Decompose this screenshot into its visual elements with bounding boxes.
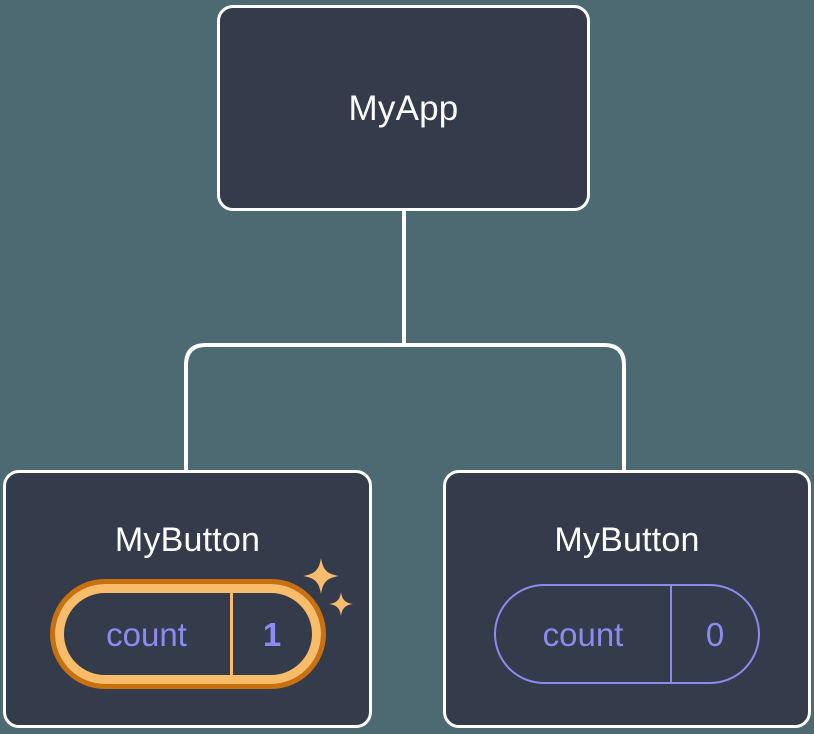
state-pill-wrapper-left: count 1 — [54, 558, 353, 684]
state-pill-highlighted[interactable]: count 1 — [54, 584, 321, 684]
state-value-label: 0 — [670, 586, 758, 682]
sparkle-small-icon — [328, 592, 353, 616]
node-myapp[interactable]: MyApp — [217, 5, 590, 211]
node-mybutton-left[interactable]: MyButton count 1 — [3, 470, 372, 728]
state-pill-plain[interactable]: count 0 — [494, 584, 760, 684]
node-mybutton-left-title: MyButton — [114, 521, 261, 559]
connector-branch-bar — [184, 343, 626, 470]
sparkle-large-icon — [302, 558, 339, 594]
node-mybutton-right[interactable]: MyButton count 0 — [443, 470, 811, 728]
node-myapp-title: MyApp — [348, 88, 459, 128]
state-pill-wrapper-right: count 0 — [494, 584, 760, 684]
state-key-label: count — [542, 615, 624, 653]
state-value-label: 1 — [229, 593, 312, 675]
state-key-label: count — [106, 615, 187, 653]
node-mybutton-right-title: MyButton — [554, 521, 700, 559]
